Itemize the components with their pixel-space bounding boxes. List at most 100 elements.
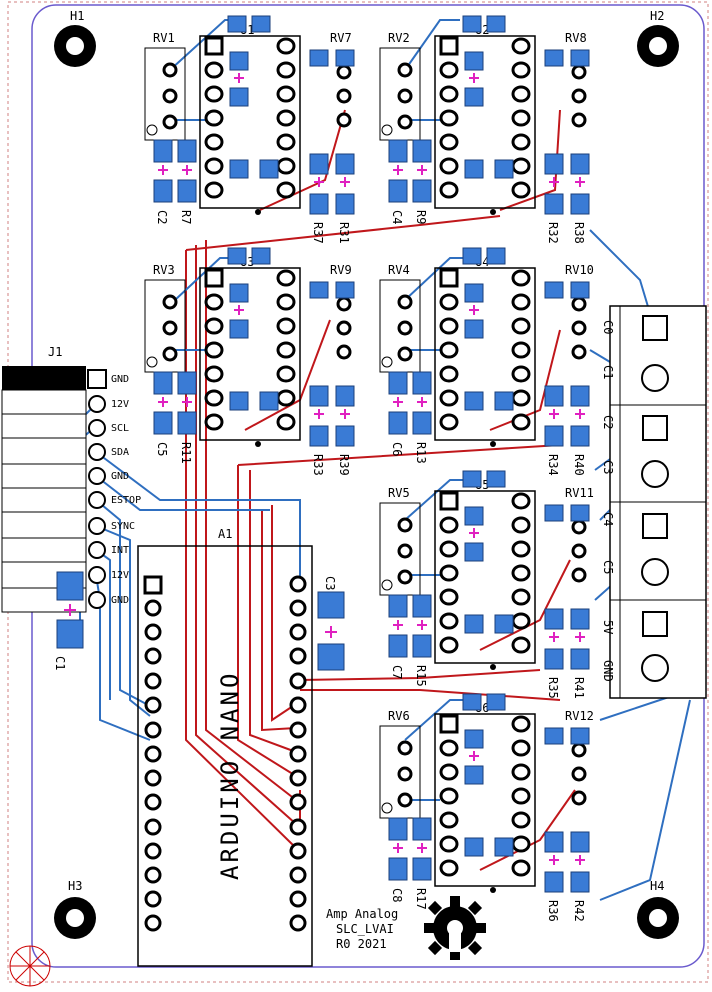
- ic-pin: [511, 133, 531, 151]
- smd-pad: [335, 49, 355, 67]
- smd-pad: [229, 87, 249, 107]
- ic-pin: [276, 389, 296, 407]
- j1-pin-sync: SYNC: [111, 521, 135, 532]
- res-label: R17: [414, 888, 428, 910]
- smd-pad: [335, 193, 355, 215]
- smd-pad: [494, 614, 514, 634]
- pot-pin: [336, 112, 352, 128]
- ic-pin: [204, 133, 224, 151]
- pot-pin: [571, 64, 587, 80]
- pot-pin: [162, 320, 178, 336]
- pot-pin: [397, 543, 413, 559]
- ic-pin: [439, 787, 459, 805]
- ic-pin: [511, 564, 531, 582]
- ic-pin: [511, 588, 531, 606]
- res-label: R38: [572, 222, 586, 244]
- smd-pad: [177, 179, 197, 203]
- j1-pin-int: INT: [111, 545, 129, 556]
- smd-pad: [494, 837, 514, 857]
- ic-pin: [511, 811, 531, 829]
- smd-pad: [570, 504, 590, 522]
- smd-pad: [309, 281, 329, 299]
- smd-pad: [544, 281, 564, 299]
- ic-pin: [276, 37, 296, 55]
- j1-pin-gnd-3: GND: [111, 595, 129, 606]
- smd-pad: [251, 247, 271, 265]
- pot-pin: [162, 62, 178, 78]
- pot-label: RV11: [565, 486, 594, 500]
- board-footer: Amp Analog SLC_LVAI R0 2021: [326, 907, 398, 951]
- ic-pin: [511, 636, 531, 654]
- smd-pad: [388, 634, 408, 658]
- pot-pin: [571, 742, 587, 758]
- ic-pin: [439, 491, 459, 511]
- smd-pad: [412, 857, 432, 881]
- ic-pin: [439, 612, 459, 630]
- pot-pin: [336, 344, 352, 360]
- smd-pad: [464, 506, 484, 526]
- pot-pin: [336, 64, 352, 80]
- pot-pin: [571, 112, 587, 128]
- pot-pin: [571, 320, 587, 336]
- res-label: R37: [311, 222, 325, 244]
- ic-pin: [511, 317, 531, 335]
- smd-pad: [464, 87, 484, 107]
- j1-pin-gnd-1: GND: [111, 374, 129, 385]
- ic-pin: [276, 413, 296, 431]
- svg-text:R0 2021: R0 2021: [336, 937, 387, 951]
- smd-pad: [177, 411, 197, 435]
- pot-pin: [397, 740, 413, 756]
- pot-pin: [571, 766, 587, 782]
- smd-pad: [227, 247, 247, 265]
- pot-label: RV6: [388, 709, 410, 723]
- ic-pin: [439, 389, 459, 407]
- ic-pin: [439, 413, 459, 431]
- smd-pad: [544, 425, 564, 447]
- smd-pad: [412, 179, 432, 203]
- ic-pin: [511, 365, 531, 383]
- res-label: R35: [546, 677, 560, 699]
- ic-pin: [439, 317, 459, 335]
- ic-pin: [511, 389, 531, 407]
- smd-pad: [464, 765, 484, 785]
- smd-pad: [544, 648, 564, 670]
- pot-label: RV3: [153, 263, 175, 277]
- smd-pad: [570, 385, 590, 407]
- arduino-nano: A1 ARDUINO NANO: [137, 527, 313, 967]
- svg-text:SLC_LVAI: SLC_LVAI: [336, 922, 394, 936]
- ic-pin: [511, 181, 531, 199]
- smd-pad: [464, 837, 484, 857]
- svg-text:GND: GND: [601, 660, 615, 682]
- smd-pad: [153, 371, 173, 395]
- output-terminal-block: C0 C1 C2 C3 C4 C5 5V GND: [601, 305, 707, 699]
- ic-pin: [439, 293, 459, 311]
- cap-label: C2: [155, 210, 169, 224]
- smd-pad: [335, 425, 355, 447]
- board-outline: [31, 4, 705, 968]
- smd-pad: [570, 49, 590, 67]
- smd-pad: [462, 15, 482, 33]
- origin-marker: [9, 945, 51, 987]
- smd-pad: [259, 159, 279, 179]
- ic-pin: [511, 341, 531, 359]
- ic-pin: [204, 341, 224, 359]
- mount-hole-h3: H3: [54, 879, 96, 939]
- smd-pad: [229, 283, 249, 303]
- smd-pad: [544, 727, 564, 745]
- res-label: R33: [311, 454, 325, 476]
- ic-pin: [439, 588, 459, 606]
- smd-pad: [309, 193, 329, 215]
- pot-label: RV2: [388, 31, 410, 45]
- smd-pad: [153, 179, 173, 203]
- smd-pad: [544, 871, 564, 893]
- res-label: R7: [179, 210, 193, 224]
- smd-pad: [544, 504, 564, 522]
- svg-text:C2: C2: [601, 415, 615, 429]
- ic-pin: [276, 269, 296, 287]
- pot-label: RV9: [330, 263, 352, 277]
- j1-pin-scl: SCL: [111, 423, 129, 434]
- ic-pin: [439, 61, 459, 79]
- ic-pin: [511, 612, 531, 630]
- j1-pin-estop: ESTOP: [111, 495, 141, 506]
